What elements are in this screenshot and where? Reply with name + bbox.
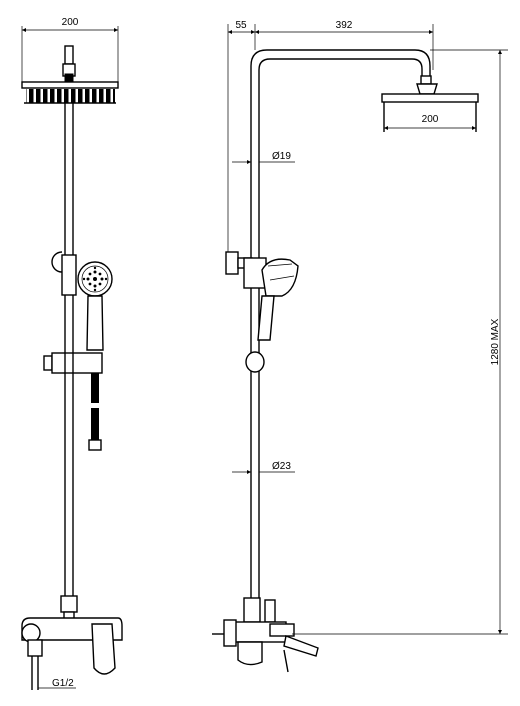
side-view: 55 392 200 Ø19 <box>212 20 508 673</box>
front-hose <box>88 373 102 451</box>
front-head-width-label: 200 <box>62 17 79 28</box>
side-slide-holder <box>245 351 265 373</box>
side-riser-pipe <box>250 49 431 620</box>
side-top-dimensions: 55 392 <box>227 20 434 265</box>
upper-pipe-diameter-label: Ø19 <box>272 151 291 162</box>
side-head-width-label: 200 <box>422 114 439 125</box>
front-riser-pipe <box>64 103 74 598</box>
max-height-dimension: 1280 MAX <box>292 49 508 635</box>
lower-pipe-diameter-dimension: Ø23 <box>232 461 295 475</box>
front-shower-head-connector <box>62 45 76 83</box>
side-hand-shower <box>225 251 299 341</box>
side-arm-length-label: 392 <box>336 20 353 31</box>
side-shower-head: 200 <box>381 75 479 132</box>
front-shower-head <box>21 81 119 104</box>
front-slide-holder <box>43 352 103 374</box>
side-mixer <box>212 597 319 673</box>
inlet-thread-label: G1/2 <box>52 678 74 689</box>
front-head-width-dimension: 200 <box>21 17 119 86</box>
inlet-thread-dimension: G1/2 <box>38 678 76 689</box>
side-offset-label: 55 <box>235 20 247 31</box>
front-mixer <box>21 595 123 690</box>
front-view: 200 <box>21 17 123 690</box>
upper-pipe-diameter-dimension: Ø19 <box>232 151 295 165</box>
lower-pipe-diameter-label: Ø23 <box>272 461 291 472</box>
front-hand-shower <box>51 251 113 351</box>
max-height-label: 1280 MAX <box>490 318 501 365</box>
